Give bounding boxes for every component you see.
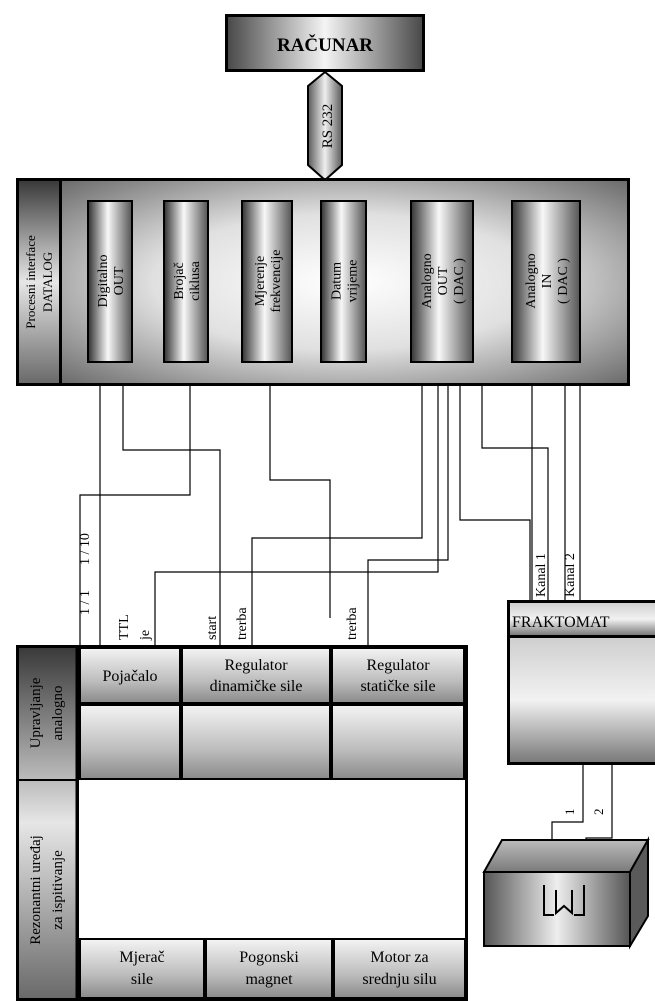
datalog-module-5-line2: OUT [436,266,451,295]
signal-label-ttl: TTL [117,614,132,640]
fraktomat-block: FRAKTOMAT [507,600,655,765]
control-cell-3: Regulator statičke sile [331,647,465,780]
bottom-cell-2-line2: magnet [245,971,293,988]
control-cell-3-line2: statičke sile [360,678,435,695]
bottom-cell-3: Motor za srednju silu [333,938,466,999]
datalog-label-line1: Procesni interface [23,235,38,329]
signal-label-je: je [138,630,153,641]
control-cell-1: Pojačalo [79,647,181,780]
computer-label: RAČUNAR [277,34,373,56]
control-label-line1: Upravljanje [28,677,44,748]
datalog-module-3-line2: frekvencije [269,250,284,313]
datalog-module-4-line2: vrijeme [346,260,361,303]
signal-label-kanal-1: Kanal 1 [534,553,549,597]
control-label-line2: analogno [50,686,66,741]
signal-label-kanal-2: Kanal 2 [563,553,578,597]
fraktomat-label: FRAKTOMAT [512,614,610,631]
datalog-module-5-line3: ( DAC ) [452,258,467,304]
rezonator-label-line2: za ispitivanje [50,850,66,930]
bottom-cell-1: Mjerač sile [79,938,205,999]
bottom-cell-2: Pogonski magnet [205,938,333,999]
datalog-module-5-line1: Analogno [420,253,435,308]
control-cell-2-line2: dinamičke sile [210,678,303,695]
signal-label-trerba-1: trerba [235,607,250,640]
control-cell-1-line1: Pojačalo [102,668,157,685]
bottom-cell-2-line1: Pogonski [239,949,299,966]
bottom-cell-3-line1: Motor za [370,949,428,966]
bottom-cell-3-line2: srednju silu [362,971,436,988]
datalog-module-6-line3: ( DAC ) [556,258,571,304]
datalog-module-2-line1: Brojač [172,262,187,299]
signal-label-trerba-2: trerba [345,607,360,640]
datalog-module-3-line1: Mjerenje [253,256,268,307]
datalog-module-1-line1: Digitalno [96,255,111,308]
control-cell-3-line1: Regulator [366,657,430,674]
datalog-module-2-line2: ciklusa [188,260,203,300]
datalog-label-line2: DATALOG [40,252,55,312]
signal-label-1-1: 1 / 1 [78,590,93,615]
datalog-module-6-line2: IN [540,274,555,289]
signal-labels: 1 / 1 1 / 10 TTL je start trerba trerba … [78,533,578,641]
datalog-module-1-line2: OUT [112,266,127,295]
specimen-box [482,836,650,950]
rs232-label: RS 232 [320,104,336,149]
rs232-connector: RS 232 [307,70,343,182]
computer-box: RAČUNAR [225,14,425,72]
signal-label-start: start [205,616,220,640]
datalog-module-6-line1: Analogno [524,253,539,308]
control-cell-2: Regulator dinamičke sile [181,647,331,780]
bottom-cell-1-line2: sile [131,971,153,988]
fraktomat-wire-1: 1 [562,809,577,816]
datalog-module-4-line1: Datum [330,262,345,300]
fraktomat-wire-2: 2 [591,809,606,816]
rezonator-bottom-cells: Mjerač sile Pogonski magnet Motor za srednju … [79,938,466,999]
rezonator-label-line1: Rezonantni uređaj [28,835,44,945]
specimen-clamp-icon [543,885,585,916]
bottom-cell-1-line1: Mjerač [119,949,164,966]
signal-wires [79,385,581,645]
control-cell-2-line1: Regulator [224,657,288,674]
signal-label-1-10: 1 / 10 [78,533,93,565]
